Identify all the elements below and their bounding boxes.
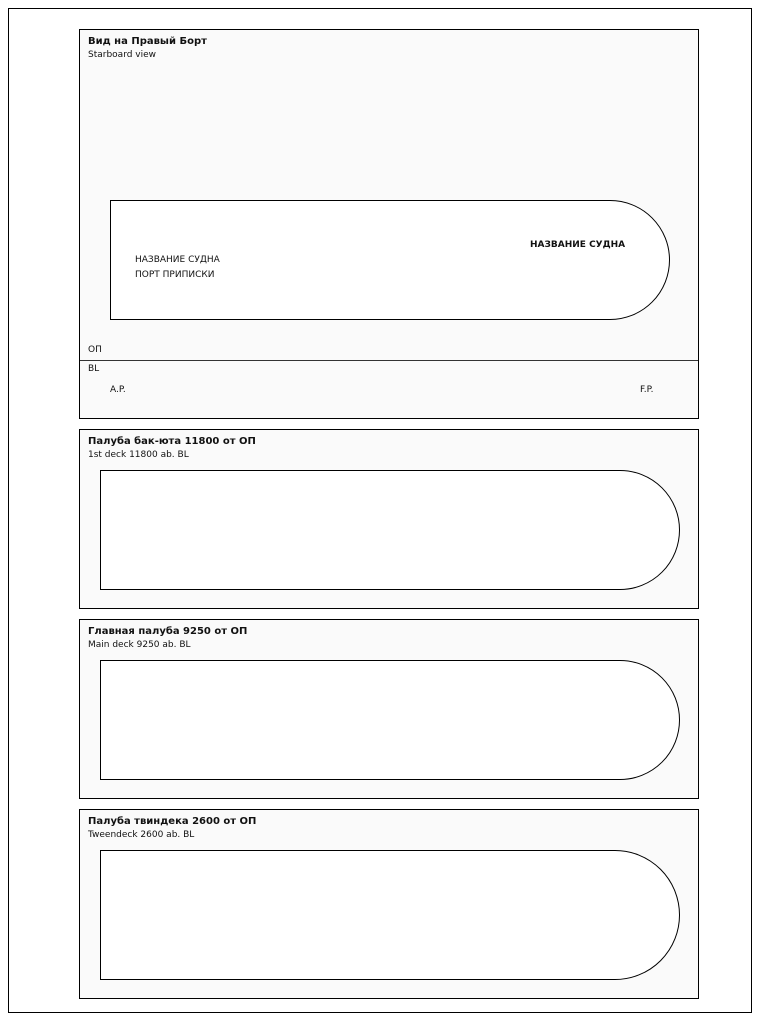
- ship-name-port: НАЗВАНИЕ СУДНА: [135, 255, 220, 265]
- ship-name: НАЗВАНИЕ СУДНА: [530, 240, 626, 250]
- aft-perpendicular-mark: A.P.: [110, 385, 126, 395]
- deck-1-title: Палуба бак-юта 11800 от ОП: [88, 436, 256, 447]
- deck-plan-1st: Палуба бак-юта 11800 от ОП 1st deck 1180…: [79, 429, 699, 609]
- deck-3-outline: [100, 850, 680, 980]
- deck-1-subtitle: 1st deck 11800 ab. BL: [88, 450, 189, 460]
- baseline-op-mark: ОП: [88, 345, 102, 355]
- baseline-bl-mark: BL: [88, 364, 100, 374]
- drawing-sheet: Вид на Правый Борт Starboard view НАЗВАН…: [8, 8, 752, 1013]
- forward-perpendicular-mark: F.P.: [640, 385, 654, 395]
- deck-3-subtitle: Tweendeck 2600 ab. BL: [88, 830, 195, 840]
- deck-2-subtitle: Main deck 9250 ab. BL: [88, 640, 191, 650]
- deck-plan-main: Главная палуба 9250 от ОП Main deck 9250…: [79, 619, 699, 799]
- profile-subtitle: Starboard view: [88, 50, 157, 60]
- deck-2-outline: [100, 660, 680, 780]
- deck-2-title: Главная палуба 9250 от ОП: [88, 626, 248, 637]
- profile-title: Вид на Правый Борт: [88, 36, 207, 47]
- deck-plan-tweendeck: Палуба твиндека 2600 от ОП Tweendeck 260…: [79, 809, 699, 999]
- starboard-profile-panel: Вид на Правый Борт Starboard view НАЗВАН…: [79, 29, 699, 419]
- hull-profile: [110, 200, 670, 320]
- deck-3-title: Палуба твиндека 2600 от ОП: [88, 816, 257, 827]
- baseline: [80, 360, 698, 361]
- deck-1-outline: [100, 470, 680, 590]
- port-name: ПОРТ ПРИПИСКИ: [135, 270, 215, 280]
